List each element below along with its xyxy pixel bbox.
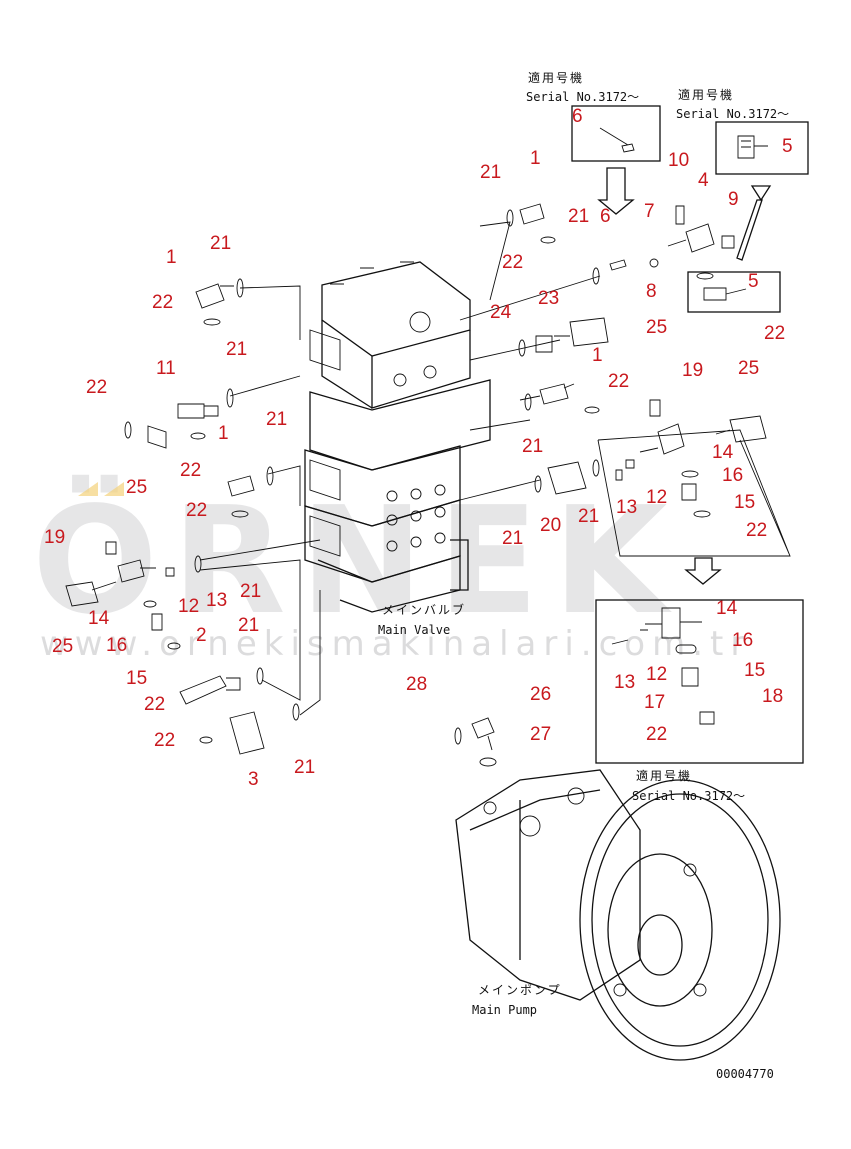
- callout-label: 25: [646, 317, 667, 338]
- callout-label: 21: [294, 757, 315, 778]
- inset-box-a: [571, 105, 661, 215]
- callout-label: 15: [734, 492, 755, 513]
- callout-label: 27: [530, 724, 551, 745]
- callout-label: 25: [738, 358, 759, 379]
- callout-label: 22: [608, 371, 629, 392]
- callout-label: 15: [744, 660, 765, 681]
- serial-en-label: Serial No.3172～: [526, 90, 639, 104]
- serial-jp-label: 適用号機: [528, 70, 584, 85]
- callout-label: 22: [152, 292, 173, 313]
- callout-label: 20: [540, 515, 561, 536]
- callout-label: 8: [646, 281, 657, 302]
- callout-label: 22: [186, 500, 207, 521]
- callout-label: 21: [568, 206, 589, 227]
- callout-label: 25: [52, 636, 73, 657]
- callout-label: 14: [712, 442, 734, 463]
- serial-en-label: Serial No.3172～: [676, 107, 789, 121]
- callout-label: 16: [732, 630, 753, 651]
- callout-label: 6: [572, 106, 583, 127]
- callout-label: 26: [530, 684, 551, 705]
- callout-label: 28: [406, 674, 427, 695]
- callout-label: 22: [764, 323, 785, 344]
- main-valve-label: メインバルブ Main Valve: [378, 602, 466, 637]
- callout-label: 12: [646, 664, 667, 685]
- drawing-number: 00004770: [716, 1067, 774, 1081]
- callout-label: 13: [206, 590, 227, 611]
- callout-label: 21: [266, 409, 287, 430]
- callout-label: 21: [522, 436, 543, 457]
- main-pump-jp-label: メインポンプ: [478, 983, 562, 997]
- inset-box-d: [595, 599, 804, 764]
- callout-label: 5: [748, 271, 759, 292]
- callout-label: 21: [480, 162, 501, 183]
- callout-label: 14: [88, 608, 110, 629]
- leader-lines: [199, 221, 601, 716]
- callout-label: 22: [646, 724, 667, 745]
- callout-label: 6: [600, 206, 611, 227]
- watermark-brand: ÖRNEK: [32, 474, 681, 647]
- callout-label: 18: [762, 686, 783, 707]
- callout-label: 17: [644, 692, 665, 713]
- main-valve-en-label: Main Valve: [378, 623, 450, 637]
- callout-label: 16: [106, 635, 127, 656]
- callout-label: 5: [782, 136, 793, 157]
- callout-label: 15: [126, 668, 147, 689]
- fittings: [65, 203, 767, 767]
- callout-label: 22: [86, 377, 107, 398]
- main-pump-label: メインポンプ Main Pump: [472, 983, 562, 1017]
- main-pump-en-label: Main Pump: [472, 1003, 537, 1017]
- callout-label: 10: [668, 150, 689, 171]
- serial-en-label: Serial No.3172～: [632, 789, 745, 803]
- watermark-url: www.ornekismakinalari.com.tr: [40, 624, 751, 664]
- callout-label: 12: [178, 596, 199, 617]
- arrow-down-icon: [684, 557, 722, 585]
- main-valve-jp-label: メインバルブ: [382, 602, 466, 617]
- callout-label: 12: [646, 487, 667, 508]
- callout-label: 14: [716, 598, 738, 619]
- callout-label: 7: [644, 201, 655, 222]
- callout-label: 21: [226, 339, 247, 360]
- callout-label: 11: [156, 358, 176, 379]
- callout-label: 23: [538, 288, 559, 309]
- callout-label: 21: [578, 506, 599, 527]
- serial-jp-label: 適用号機: [636, 768, 692, 783]
- callout-label: 22: [746, 520, 767, 541]
- callout-label: 22: [502, 252, 523, 273]
- callout-label: 1: [166, 247, 177, 268]
- callout-label: 19: [44, 527, 65, 548]
- callouts: 6 10 5 5 22 14 16 15 18 17 22 12 13 21 1…: [44, 106, 793, 790]
- main-pump-drawing: [455, 769, 781, 1061]
- callout-label: 1: [530, 148, 541, 169]
- callout-label: 2: [196, 625, 207, 646]
- inset-box-c: [687, 185, 781, 313]
- callout-label: 3: [248, 769, 259, 790]
- callout-label: 21: [238, 615, 259, 636]
- callout-label: 21: [502, 528, 523, 549]
- callout-label: 24: [490, 302, 512, 323]
- callout-label: 16: [722, 465, 743, 486]
- bracket-lines: [597, 429, 791, 557]
- serial-labels: 適用号機 Serial No.3172～ 適用号機 Serial No.3172…: [526, 70, 789, 803]
- callout-label: 22: [154, 730, 175, 751]
- callout-label: 22: [144, 694, 165, 715]
- callout-label: 13: [614, 672, 635, 693]
- callout-label: 21: [210, 233, 231, 254]
- callout-label: 21: [240, 581, 261, 602]
- callout-label: 13: [616, 497, 637, 518]
- callout-label: 1: [592, 345, 603, 366]
- callout-label: 19: [682, 360, 703, 381]
- inset-box-b: [715, 121, 809, 175]
- callout-label: 1: [218, 423, 229, 444]
- callout-label: 25: [126, 477, 147, 498]
- callout-label: 4: [698, 170, 709, 191]
- callout-label: 22: [180, 460, 201, 481]
- callout-label: 9: [728, 189, 739, 210]
- serial-jp-label: 適用号機: [678, 87, 734, 102]
